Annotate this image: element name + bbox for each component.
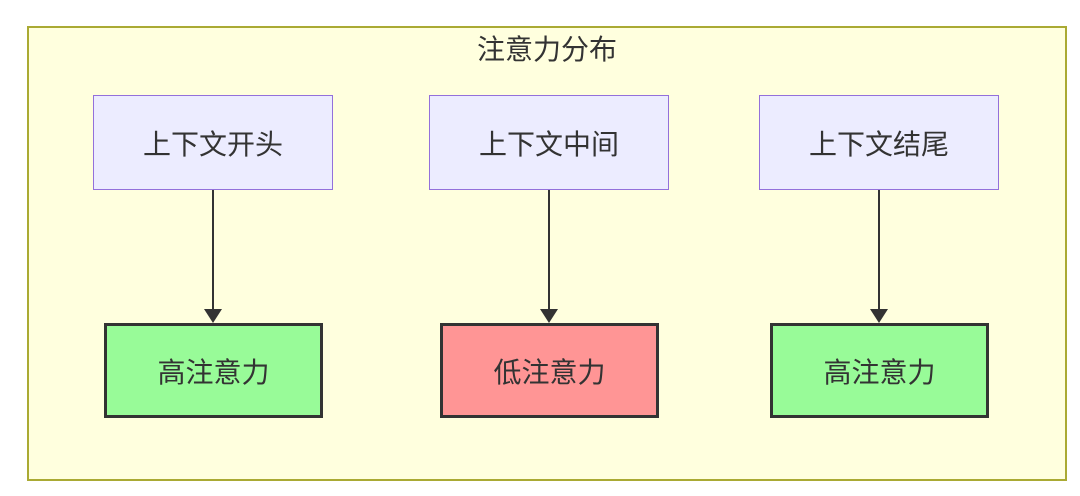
arrowhead-down-icon	[540, 309, 558, 323]
node-high-attention-start-label: 高注意力	[157, 356, 270, 388]
node-low-attention-middle-label: 低注意力	[493, 356, 606, 388]
diagram-title: 注意力分布	[476, 34, 617, 65]
arrowhead-down-icon	[870, 309, 888, 323]
node-context-middle-label: 上下文中间	[478, 128, 619, 160]
diagram-subgraph-container: 注意力分布 上下文开头 上下文中间 上下文结尾 高注意力 低注意力	[27, 26, 1067, 481]
node-context-end-label: 上下文结尾	[808, 128, 949, 160]
node-high-attention-end-label: 高注意力	[823, 356, 936, 388]
arrow-line	[212, 190, 214, 310]
node-context-end: 上下文结尾	[759, 95, 999, 190]
node-context-start: 上下文开头	[93, 95, 333, 190]
node-high-attention-start: 高注意力	[104, 323, 323, 418]
node-low-attention-middle: 低注意力	[440, 323, 659, 418]
node-context-middle: 上下文中间	[429, 95, 669, 190]
node-high-attention-end: 高注意力	[770, 323, 989, 418]
node-context-start-label: 上下文开头	[142, 128, 283, 160]
arrow-line	[878, 190, 880, 310]
arrowhead-down-icon	[204, 309, 222, 323]
arrow-line	[548, 190, 550, 310]
